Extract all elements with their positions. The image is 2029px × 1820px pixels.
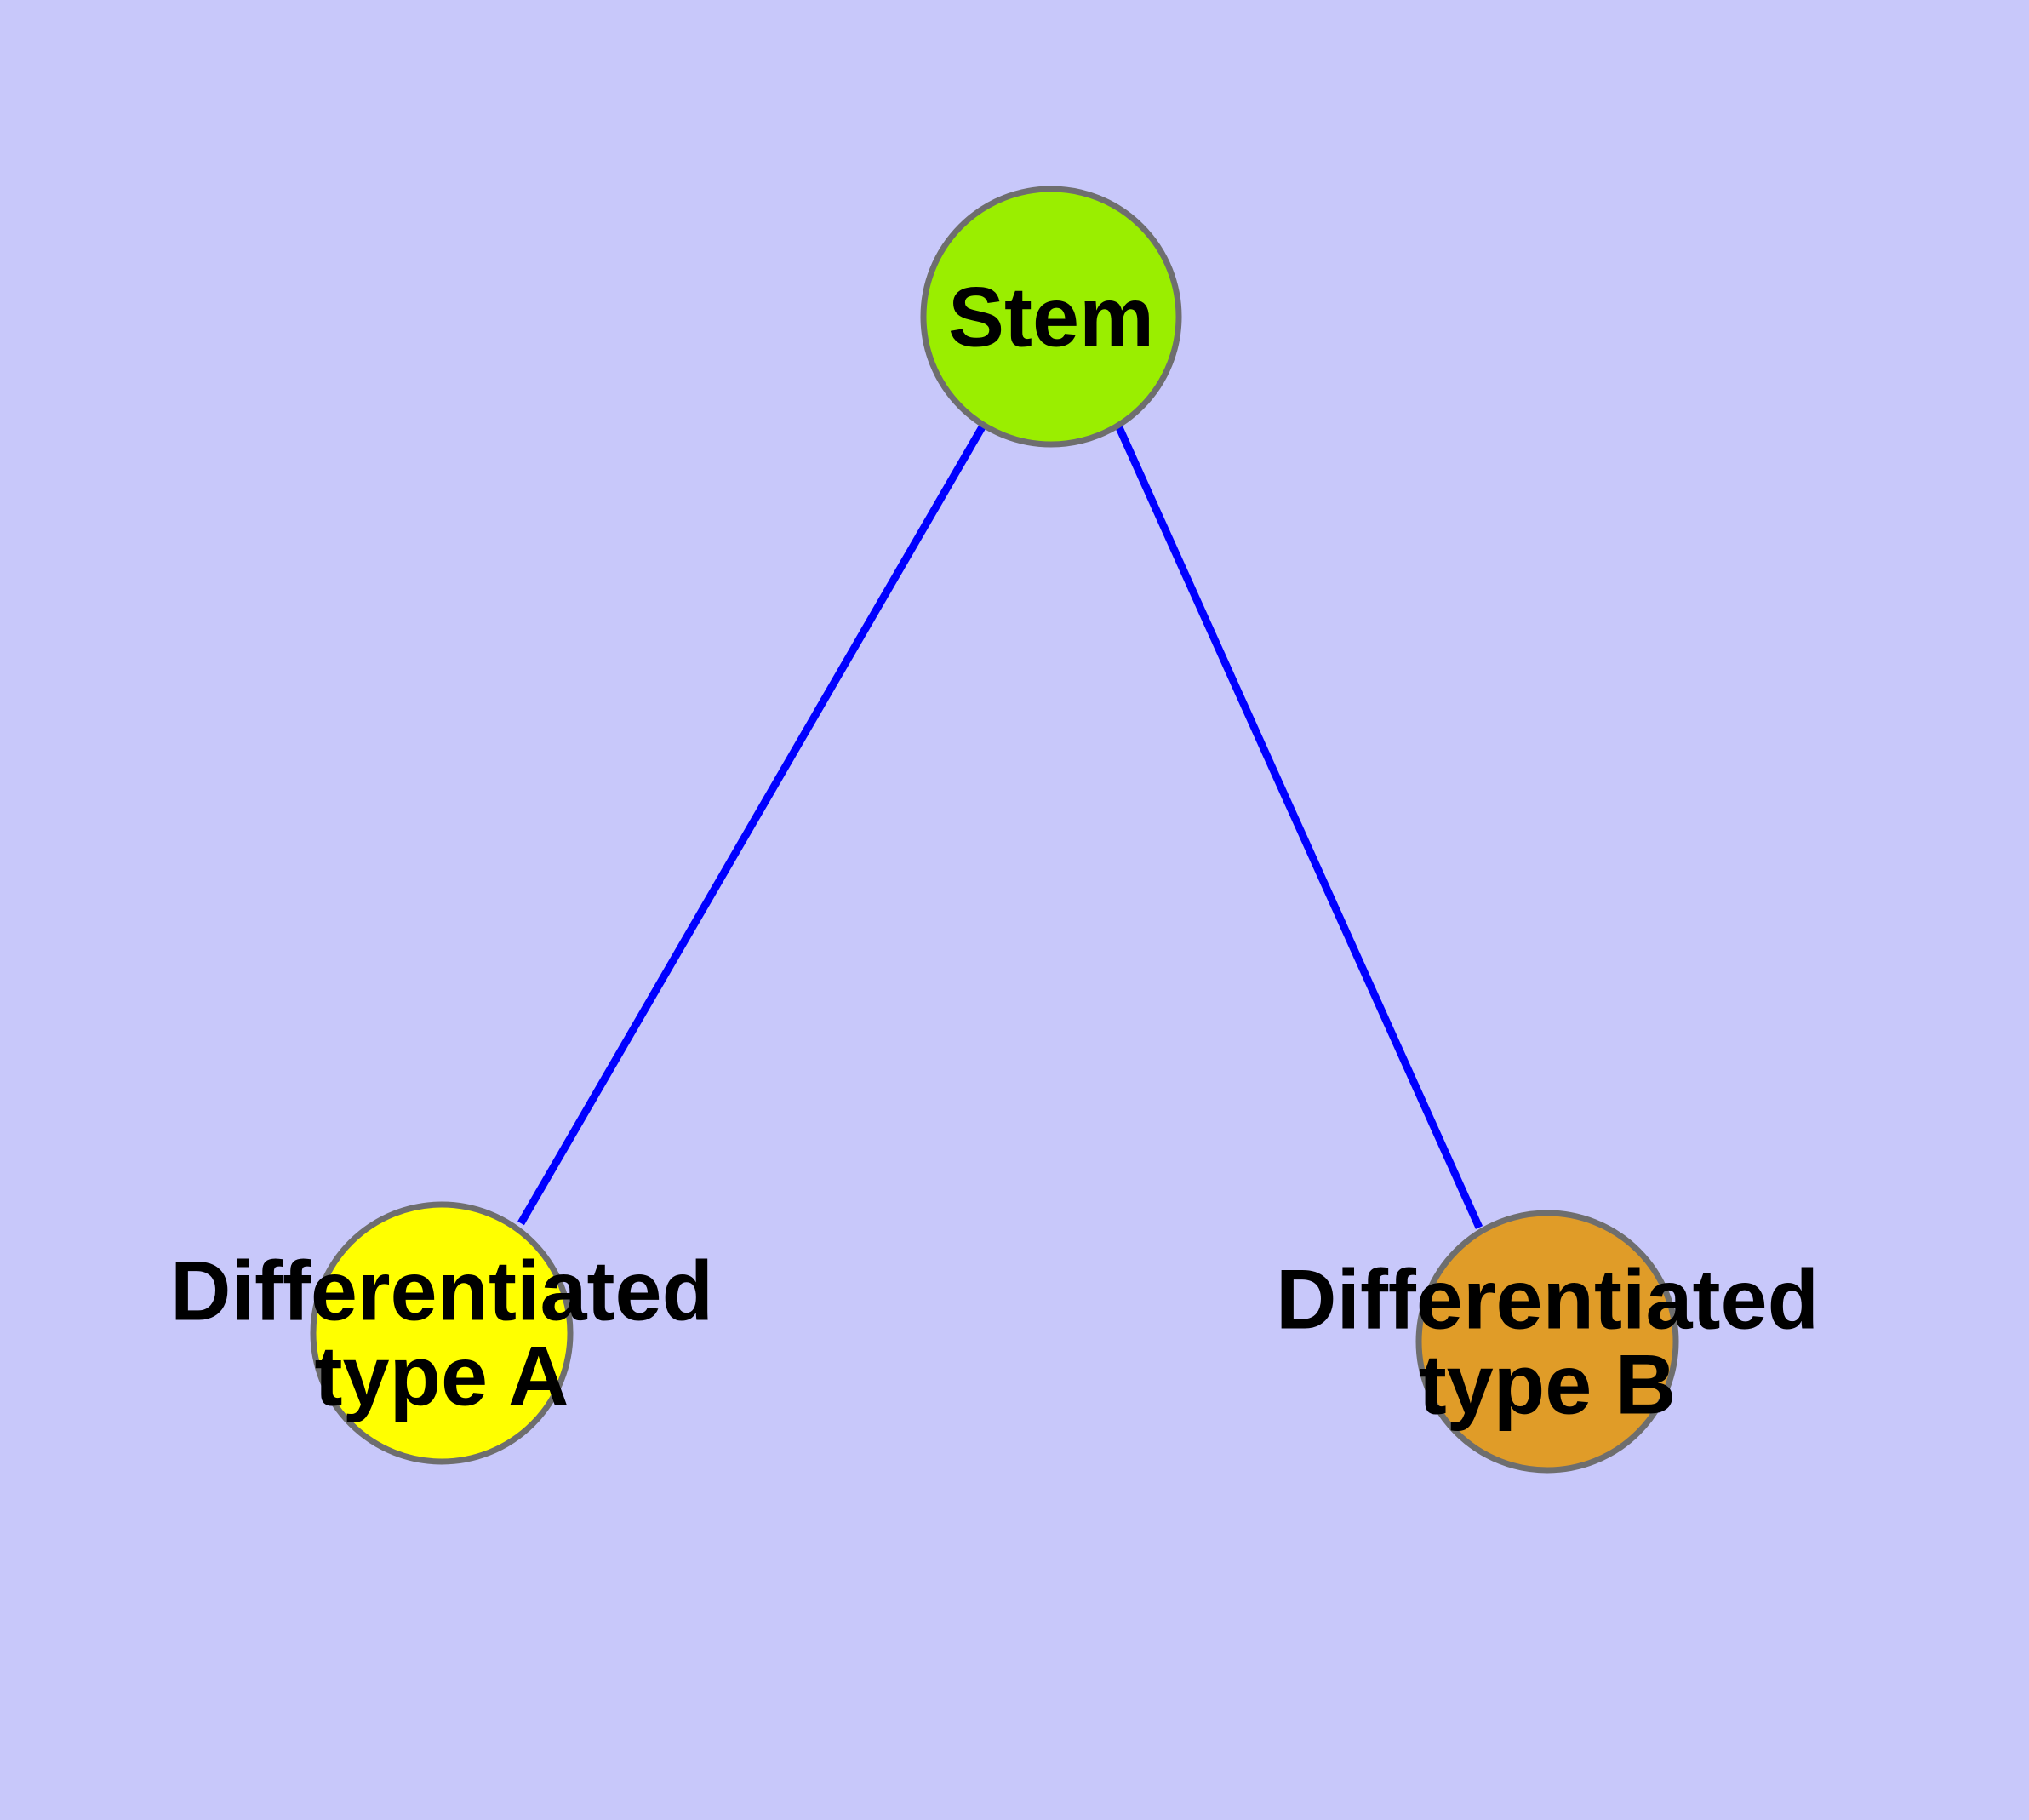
differentiated-type-a-node-label-line-2: type A	[315, 1329, 569, 1423]
stem-node-label: Stem	[948, 270, 1154, 364]
node-layer: Stem Differentiated type A Differentiate…	[170, 186, 1819, 1474]
edge-layer	[517, 423, 1483, 1229]
edge-stem-to-differentiated-type-b[interactable]	[1114, 424, 1483, 1229]
node-differentiated-type-b[interactable]: Differentiated type B	[1276, 1210, 1819, 1474]
differentiated-type-b-node-label-line-2: type B	[1419, 1337, 1677, 1432]
differentiated-type-a-node-circle[interactable]	[310, 1201, 574, 1465]
node-stem[interactable]: Stem	[920, 186, 1182, 448]
differentiated-type-b-node-label-line-1: Differentiated	[1276, 1252, 1819, 1347]
differentiated-type-b-node-circle[interactable]	[1415, 1210, 1679, 1474]
node-differentiated-type-a[interactable]: Differentiated type A	[170, 1201, 713, 1465]
stem-node-circle[interactable]	[920, 186, 1182, 448]
edge-stem-to-differentiated-type-a[interactable]	[517, 423, 986, 1226]
differentiated-type-a-node-label-line-1: Differentiated	[170, 1244, 713, 1338]
